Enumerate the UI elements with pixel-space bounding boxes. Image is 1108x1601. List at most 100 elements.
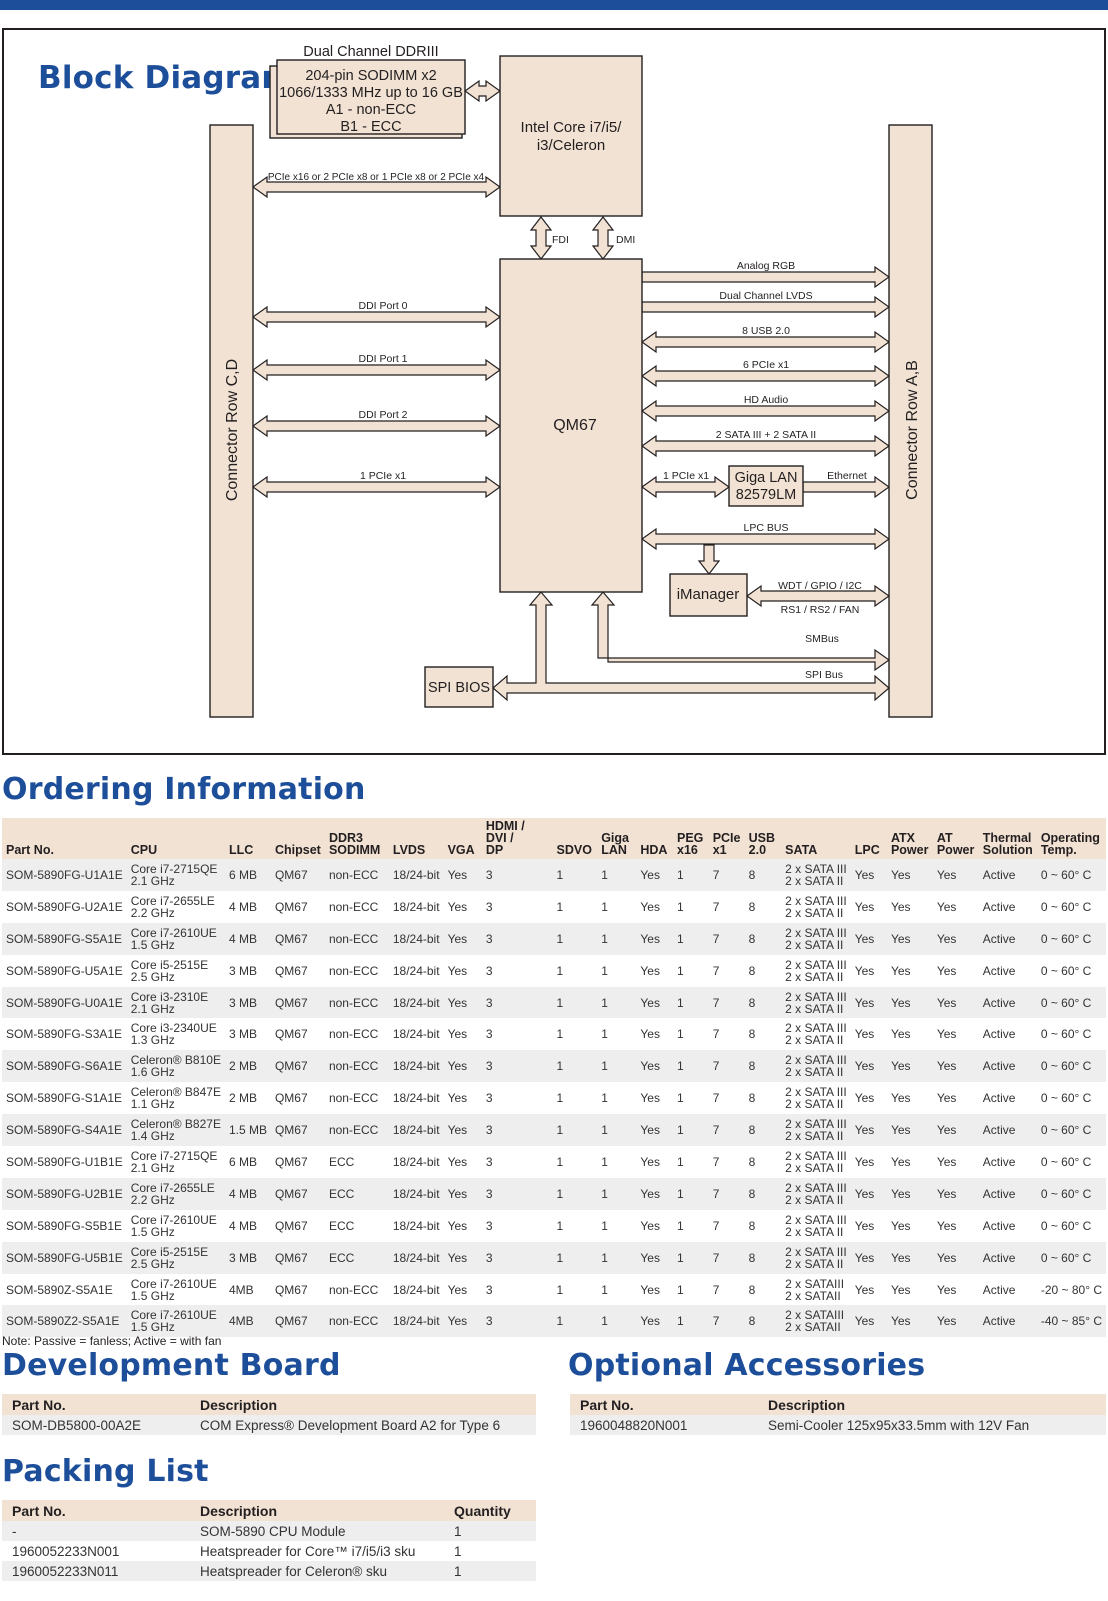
ordering-cell: Yes: [932, 1050, 979, 1083]
ordering-header-label: SATA: [785, 843, 818, 857]
ordering-cell: Yes: [850, 922, 887, 955]
lpc-bus-label: LPC BUS: [744, 522, 789, 534]
ordering-cell: 18/24-bit: [388, 1082, 444, 1115]
ordering-cell: 1: [552, 922, 598, 955]
ordering-cell-text: 1: [556, 963, 564, 978]
ordering-cell-text: 1: [556, 1027, 564, 1042]
ordering-cell: 1: [597, 1177, 637, 1210]
ordering-cell-text: 1: [601, 995, 608, 1010]
ordering-cell-text: Active: [982, 1218, 1016, 1233]
ordering-cell: Yes: [443, 1209, 482, 1242]
ordering-cell: 1: [552, 1209, 598, 1242]
ordering-cell-text: 3 MB: [228, 963, 257, 978]
ordering-cell: QM67: [270, 922, 325, 955]
ordering-cell: non-ECC: [324, 1273, 389, 1306]
ordering-cell: 1: [673, 922, 709, 955]
ordering-cell: non-ECC: [324, 1082, 389, 1115]
accessories-partno: 1960048820N001: [570, 1415, 758, 1435]
accessories-table: Part No. Description 1960048820N001 Semi…: [570, 1394, 1106, 1435]
ordering-cell: Active: [978, 859, 1037, 891]
ordering-cell-text: 2 x SATA II: [785, 1256, 844, 1271]
ordering-cell-text: 1: [601, 1186, 608, 1201]
ordering-cell: Yes: [850, 1018, 887, 1051]
ordering-cell-text: 18/24-bit: [392, 867, 440, 882]
ordering-cell-text: 2 x SATA II: [785, 905, 844, 920]
ordering-cell: Yes: [443, 922, 482, 955]
ordering-cell: 0 ~ 60° C: [1036, 1050, 1106, 1083]
ordering-cell: QM67: [270, 1241, 325, 1274]
ordering-cell: Yes: [850, 1273, 887, 1306]
ordering-header-label: Temp.: [1040, 843, 1077, 857]
ordering-cell-text: 2 x SATA III: [785, 1244, 847, 1259]
ordering-cell-text: Yes: [854, 1154, 875, 1169]
ordering-cell: non-ECC: [324, 986, 389, 1019]
ordering-cell-text: 2 x SATA II: [785, 873, 844, 888]
ordering-cell-text: Yes: [854, 995, 875, 1010]
ordering-cell-text: SOM-5890FG-U2B1E: [6, 1186, 123, 1201]
ordering-cell-text: Yes: [890, 1091, 911, 1106]
ordering-cell-text: 1: [556, 1123, 564, 1138]
ordering-cell-text: non-ECC: [328, 931, 379, 946]
ordering-cell: Yes: [886, 1146, 933, 1178]
ordering-cell-text: Core i5-2515E: [130, 957, 209, 972]
ordering-cell: 1: [597, 986, 637, 1019]
ordering-cell: 1: [552, 954, 598, 987]
ordering-cell: Yes: [886, 859, 933, 891]
ordering-cell: QM67: [270, 859, 325, 891]
ordering-cell: Yes: [886, 954, 933, 987]
ordering-cell-text: 1: [556, 1282, 564, 1297]
ordering-cell: 1: [552, 890, 598, 923]
right-signal-label: 2 SATA III + 2 SATA II: [716, 429, 816, 441]
ordering-cell: Active: [978, 1177, 1037, 1210]
ordering-header-label: Giga: [601, 831, 629, 845]
ordering-header-cell: VGA: [443, 818, 482, 859]
ordering-cell: Yes: [443, 1241, 482, 1274]
ordering-cell-text: Yes: [936, 1027, 957, 1042]
ordering-cell-text: 2.2 GHz: [130, 905, 175, 920]
ordering-cell: 1: [597, 1114, 637, 1147]
ordering-cell: 1: [673, 986, 709, 1019]
ordering-cell-text: Yes: [640, 867, 660, 882]
ordering-cell: 3 MB: [224, 1241, 271, 1274]
ordering-cell: 1: [597, 859, 637, 891]
ordering-cell-text: SOM-5890Z-S5A1E: [6, 1282, 113, 1297]
ordering-cell: Active: [978, 1305, 1037, 1338]
ordering-cell-text: 0 ~ 60° C: [1040, 867, 1092, 882]
ordering-cell-text: 7: [712, 1314, 720, 1329]
ordering-cell-text: Yes: [447, 931, 468, 946]
ordering-cell: Yes: [886, 1305, 933, 1338]
ordering-cell-text: 1: [677, 1027, 684, 1042]
ordering-cell: Yes: [636, 922, 673, 955]
ordering-header-label: DDR3: [328, 831, 363, 845]
ordering-cell-text: Yes: [447, 963, 468, 978]
ordering-cell: Yes: [636, 1177, 673, 1210]
ordering-cell: Yes: [850, 1146, 887, 1178]
ordering-cell-text: 0 ~ 60° C: [1040, 1186, 1092, 1201]
ordering-cell: 1: [597, 1209, 637, 1242]
ordering-cell: 8: [744, 922, 782, 955]
ordering-cell: 1: [673, 1241, 709, 1274]
block-diagram-title: Block Diagram: [38, 60, 294, 96]
ordering-cell-text: Yes: [854, 867, 875, 882]
ordering-cell-text: 2 x SATA III: [785, 1180, 847, 1195]
ordering-cell-text: 1: [601, 1218, 608, 1233]
ordering-cell: 1: [552, 1114, 598, 1147]
ordering-cell: Yes: [932, 1018, 979, 1051]
ordering-cell: 1: [597, 922, 637, 955]
ordering-cell-text: Yes: [640, 1250, 660, 1265]
ordering-cell-text: 0 ~ 60° C: [1040, 995, 1092, 1010]
ordering-cell-text: Yes: [447, 1027, 468, 1042]
ordering-header-label: PCIe: [712, 831, 741, 845]
ordering-cell: 4 MB: [224, 1209, 271, 1242]
ordering-cell-text: 8: [748, 1218, 756, 1233]
ordering-cell-text: 8: [748, 867, 756, 882]
ordering-cell-text: 2 MB: [228, 1059, 257, 1074]
